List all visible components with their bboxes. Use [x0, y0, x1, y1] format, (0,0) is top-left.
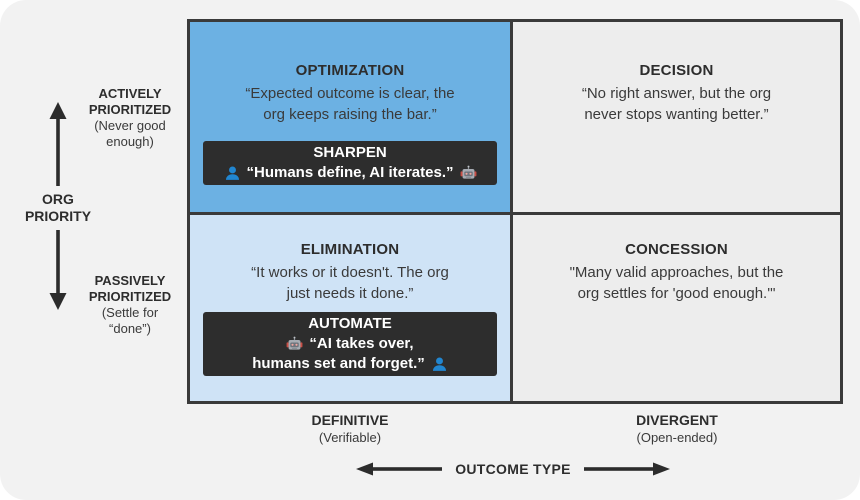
- person-icon: [224, 165, 241, 182]
- quote-line: “It works or it doesn't. The org: [251, 264, 449, 281]
- outcome-type-axis: OUTCOME TYPE: [352, 461, 674, 477]
- quadrant-optimization: OPTIMIZATION “Expected outcome is clear,…: [190, 22, 510, 212]
- quadrant-quote: "Many valid approaches, but the org sett…: [570, 262, 784, 304]
- passively-prioritized-label: PASSIVELY PRIORITIZED (Settle for “done”…: [72, 273, 188, 337]
- label-subline: (Never good: [94, 118, 166, 133]
- label-subline: enough): [106, 134, 154, 149]
- sharpen-badge: SHARPEN “Humans define, AI iterates.”: [203, 141, 497, 185]
- label-line: PASSIVELY: [94, 273, 166, 288]
- quote-line: just needs it done.”: [286, 285, 414, 302]
- quadrant-quote: “Expected outcome is clear, the org keep…: [245, 83, 454, 125]
- outcome-right-arrow: [583, 462, 670, 476]
- quote-line: "Many valid approaches, but the: [569, 264, 784, 281]
- quadrant-quote: “No right answer, but the org never stop…: [582, 83, 771, 125]
- label-line: PRIORITIZED: [88, 102, 172, 117]
- divergent-label: DIVERGENT (Open-ended): [587, 412, 767, 446]
- quadrant-title: DECISION: [639, 62, 714, 79]
- badge-title: AUTOMATE: [308, 315, 392, 332]
- label-line: DEFINITIVE: [311, 412, 389, 428]
- automate-badge: AUTOMATE “AI takes over, humans set and …: [203, 312, 497, 376]
- quote-line: never stops wanting better.”: [584, 106, 769, 123]
- quote-line: “No right answer, but the org: [581, 85, 772, 102]
- badge-quote: “AI takes over,: [309, 335, 414, 352]
- quadrant-elimination: ELIMINATION “It works or it doesn't. The…: [190, 215, 510, 401]
- actively-prioritized-label: ACTIVELY PRIORITIZED (Never good enough): [72, 86, 188, 150]
- two-by-two-grid: OPTIMIZATION “Expected outcome is clear,…: [187, 19, 843, 404]
- quadrant-concession: CONCESSION "Many valid approaches, but t…: [513, 215, 840, 401]
- person-icon: [431, 356, 448, 373]
- robot-icon: [460, 165, 477, 182]
- label-line: PRIORITIZED: [88, 289, 172, 304]
- badge-line: humans set and forget.”: [203, 354, 497, 374]
- label-subline: “done”): [109, 321, 151, 336]
- quadrant-title: ELIMINATION: [300, 241, 400, 258]
- quadrant-decision: DECISION “No right answer, but the org n…: [513, 22, 840, 212]
- badge-line: “Humans define, AI iterates.”: [203, 163, 497, 183]
- label-line: ACTIVELY: [98, 86, 162, 101]
- label-subline: (Settle for: [101, 305, 159, 320]
- quote-line: org keeps raising the bar.”: [263, 106, 437, 123]
- quadrant-title: OPTIMIZATION: [295, 62, 405, 79]
- org-priority-label: ORG PRIORITY: [10, 186, 106, 230]
- quote-line: “Expected outcome is clear, the: [245, 85, 455, 102]
- badge-quote: humans set and forget.”: [252, 355, 425, 372]
- label-subline: (Verifiable): [318, 430, 382, 445]
- badge-line: “AI takes over,: [203, 334, 497, 354]
- org-priority-line: ORG: [42, 191, 74, 207]
- outcome-left-arrow: [356, 462, 443, 476]
- definitive-label: DEFINITIVE (Verifiable): [260, 412, 440, 446]
- badge-quote: “Humans define, AI iterates.”: [246, 164, 454, 181]
- outcome-type-title: OUTCOME TYPE: [455, 461, 571, 477]
- badge-title: SHARPEN: [313, 144, 387, 161]
- quote-line: org settles for 'good enough.'": [577, 285, 776, 302]
- quadrant-quote: “It works or it doesn't. The org just ne…: [251, 262, 449, 304]
- label-line: DIVERGENT: [636, 412, 718, 428]
- label-subline: (Open-ended): [636, 430, 718, 445]
- quadrant-title: CONCESSION: [625, 241, 728, 258]
- robot-icon: [286, 336, 303, 353]
- org-priority-line: PRIORITY: [24, 208, 92, 224]
